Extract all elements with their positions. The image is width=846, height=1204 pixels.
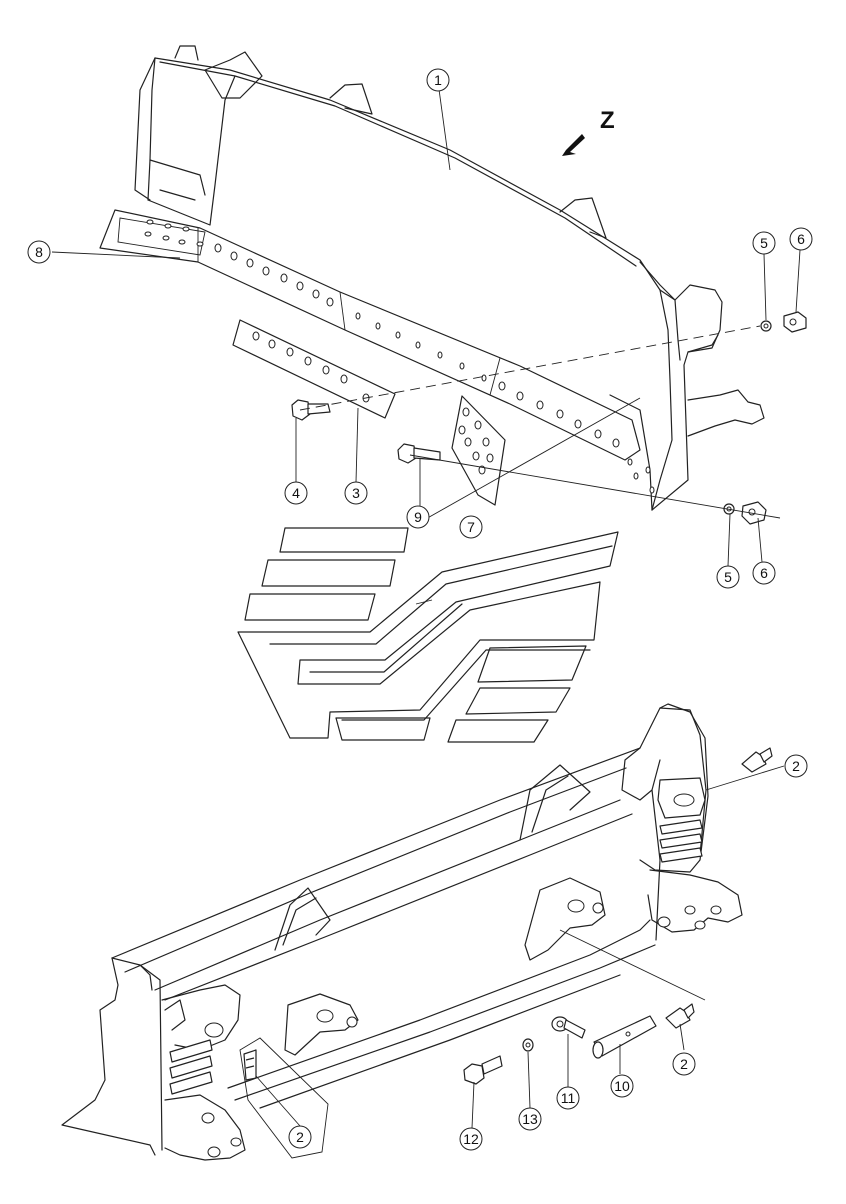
callout-11: 11 [556,1086,580,1110]
callout-2-loose: 2 [672,1052,696,1076]
nut-6-lower [741,501,767,525]
svg-text:12: 12 [463,1131,479,1147]
nut-6-upper [783,311,807,333]
svg-text:9: 9 [414,509,422,525]
bolt-9 [397,443,441,464]
svg-text:5: 5 [760,235,768,251]
loose-cutting-edge [232,319,396,419]
svg-text:4: 4 [292,485,300,501]
detail-frame [239,1037,329,1159]
callout-8: 8 [27,240,51,264]
svg-text:7: 7 [467,519,475,535]
svg-text:2: 2 [792,758,800,774]
svg-text:10: 10 [614,1078,630,1094]
blade-section-profile [237,527,619,743]
dozer-blade [99,45,765,511]
svg-text:2: 2 [680,1056,688,1072]
callout-6-upper: 6 [789,227,813,251]
view-z-label: Z [600,107,615,134]
callout-12: 12 [459,1127,483,1151]
bolt-axis-upper [299,325,761,411]
callout-2-top: 2 [784,754,808,778]
callout-2-left: 2 [288,1125,312,1149]
end-bit-plate [451,395,506,506]
bolt-4 [291,399,331,421]
push-frame [61,703,743,1161]
svg-text:5: 5 [724,569,732,585]
callout-5-lower: 5 [716,565,740,589]
svg-text:11: 11 [561,1090,576,1106]
grease-fitting-right-top [741,747,773,773]
svg-text:1: 1 [434,72,442,88]
callout-6-lower: 6 [752,561,776,585]
bolt-12 [463,1055,503,1085]
callout-3: 3 [344,481,368,505]
svg-text:13: 13 [522,1111,538,1127]
grease-fitting-left [243,1049,257,1081]
leader-lines [51,81,801,1129]
callout-7: 7 [459,515,483,539]
washer-5-upper [760,320,772,332]
grease-fitting-loose [665,1003,695,1029]
bolt-axis-lower [409,454,781,519]
svg-text:6: 6 [760,565,768,581]
pin-10 [592,1015,657,1059]
callout-5-upper: 5 [752,231,776,255]
callout-10: 10 [610,1074,634,1098]
view-z-arrow-icon [562,134,585,156]
bolt-11 [551,1016,586,1039]
callout-13: 13 [518,1107,542,1131]
svg-text:6: 6 [797,231,805,247]
cutting-edge-holes [144,219,655,494]
washer-13 [522,1038,534,1052]
svg-text:8: 8 [35,244,43,260]
svg-text:3: 3 [352,485,360,501]
callout-1: 1 [426,68,450,92]
callout-9: 9 [406,505,430,529]
svg-text:2: 2 [296,1129,304,1145]
callout-4: 4 [284,481,308,505]
